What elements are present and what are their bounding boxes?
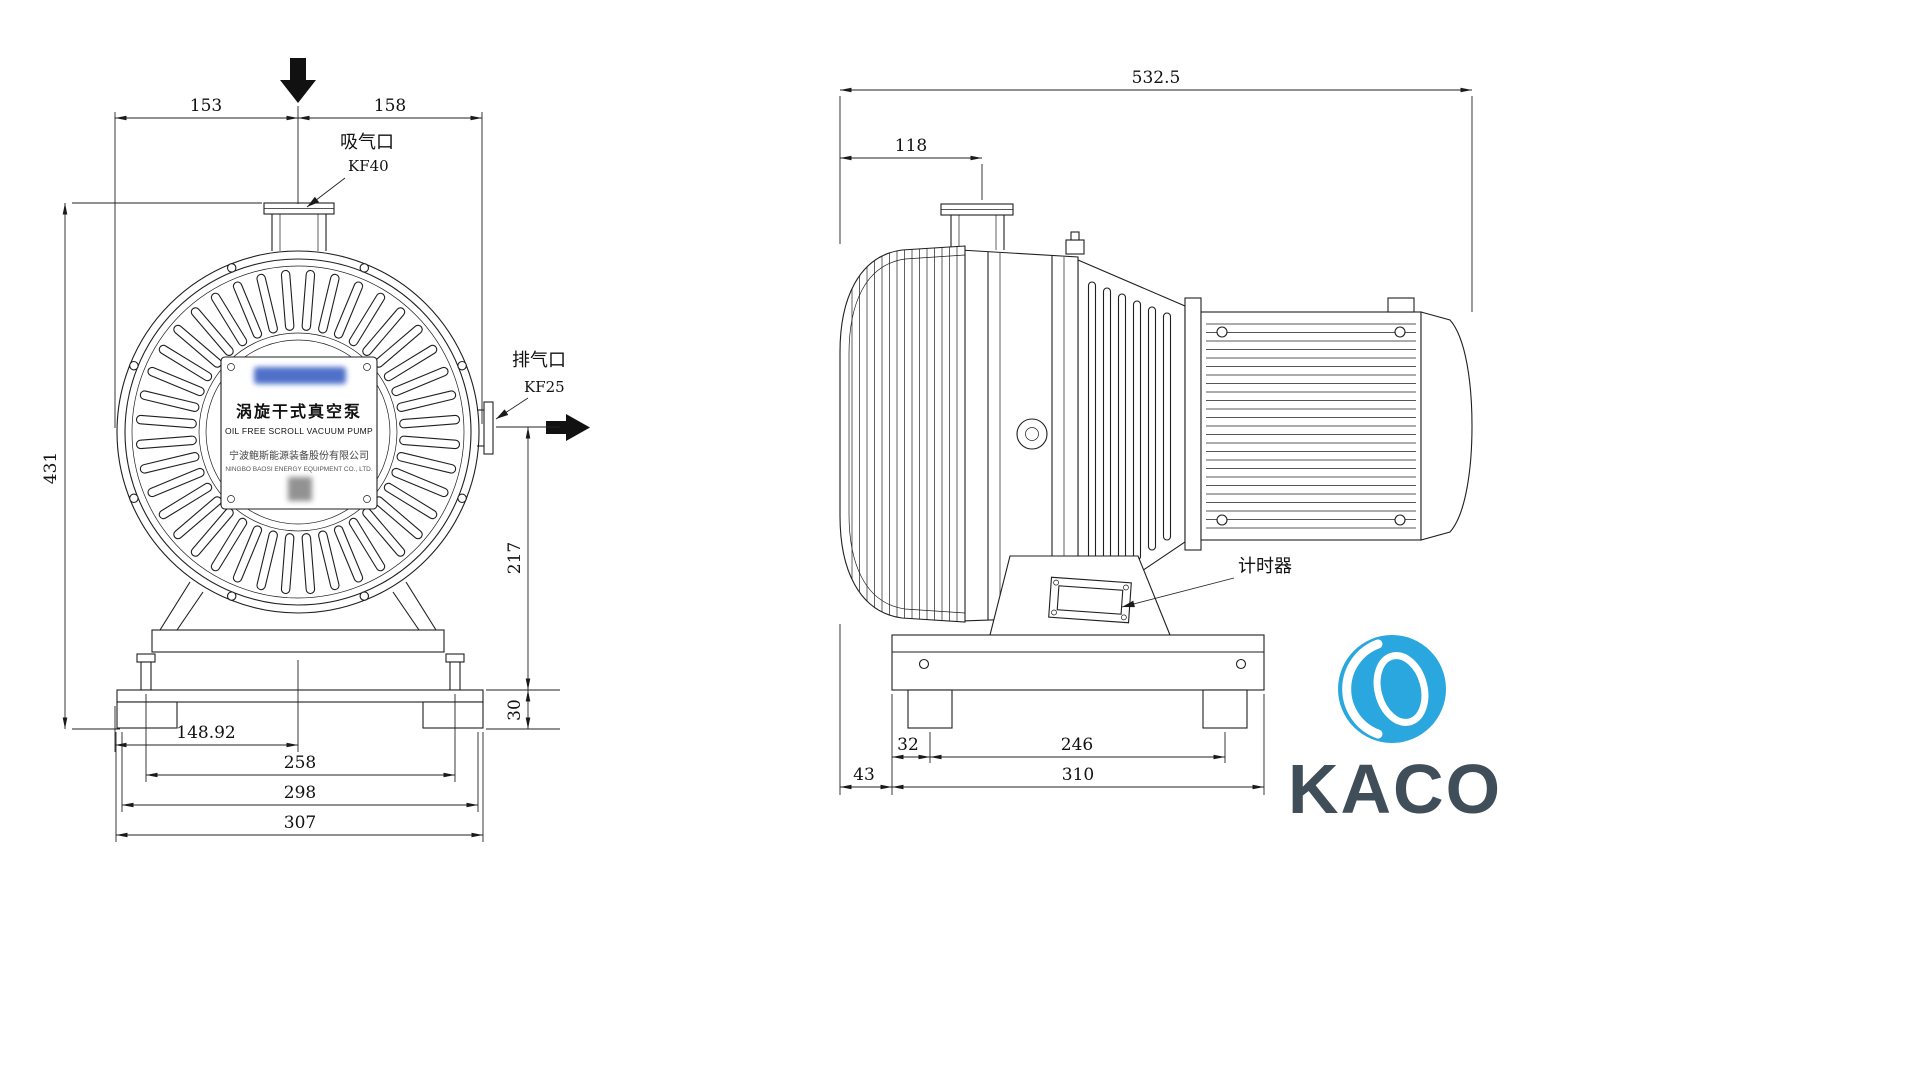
dim-153: 153 — [190, 96, 222, 116]
exhaust-flange-label: KF25 — [524, 378, 565, 396]
kaco-logo-icon — [1338, 635, 1446, 743]
intake-port-side — [940, 203, 1014, 250]
adapter-vent-slots — [1087, 281, 1172, 591]
dim-532-5: 532.5 — [1132, 68, 1181, 88]
nameplate-company-en: NINGBO BAOSI ENERGY EQUIPMENT CO., LTD. — [225, 466, 373, 473]
side-dims-top: 532.5 118 — [839, 68, 1473, 312]
front-dims-top: 153 158 — [114, 96, 483, 428]
rim-bolt-holes — [129, 263, 467, 601]
dim-307: 307 — [284, 813, 316, 833]
nameplate-company-cn: 宁波鲍斯能源装备股份有限公司 — [229, 449, 369, 462]
dim-298: 298 — [284, 783, 316, 803]
side-dims-bottom: 32 246 43 310 — [839, 624, 1265, 795]
intake-flow-arrow-icon — [280, 58, 316, 103]
intake-flange-label: KF40 — [348, 157, 389, 175]
nameplate-product-en: OIL FREE SCROLL VACUUM PUMP — [225, 426, 373, 436]
dim-30: 30 — [505, 699, 525, 721]
kaco-wordmark: KACO — [1288, 750, 1502, 828]
dim-32: 32 — [897, 735, 919, 755]
side-view: 计时器 532.5 118 32 246 43 — [839, 68, 1473, 795]
nameplate-logo-blur — [288, 477, 312, 501]
motor — [1200, 297, 1473, 541]
dim-148-92: 148.92 — [176, 723, 235, 743]
exhaust-port-label: 排气口 — [512, 350, 566, 370]
front-view: 涡旋干式真空泵 OIL FREE SCROLL VACUUM PUMP 宁波鲍斯… — [41, 58, 590, 842]
intake-port-label: 吸气口 — [340, 132, 394, 152]
dim-310: 310 — [1062, 765, 1094, 785]
exhaust-callout: 排气口 KF25 — [495, 350, 566, 420]
exhaust-flow-arrow-icon — [546, 414, 590, 441]
hour-meter-callout: 计时器 — [1121, 556, 1292, 608]
housing-outer-rim — [116, 250, 480, 614]
nameplate-model-blur — [254, 367, 346, 384]
dim-158: 158 — [374, 96, 406, 116]
cooling-fin-slots — [135, 269, 461, 595]
dim-258: 258 — [284, 753, 316, 773]
front-dims-right: 217 30 — [486, 426, 560, 730]
front-dim-height: 431 — [41, 202, 262, 730]
intake-port-front — [263, 202, 335, 251]
front-dims-bottom: 148.92 258 298 307 — [114, 660, 484, 842]
motor-cooling-fins — [1206, 323, 1416, 529]
nameplate: 涡旋干式真空泵 OIL FREE SCROLL VACUUM PUMP 宁波鲍斯… — [220, 356, 378, 510]
dim-431: 431 — [41, 452, 61, 484]
front-stand — [116, 581, 484, 729]
fan-cover — [839, 245, 966, 623]
nameplate-product-cn: 涡旋干式真空泵 — [236, 402, 362, 421]
motor-adapter — [1077, 259, 1202, 616]
dim-217: 217 — [505, 542, 525, 574]
hour-meter-label: 计时器 — [1238, 556, 1292, 576]
intake-callout: 吸气口 KF40 — [306, 132, 394, 208]
exhaust-port-front — [477, 401, 494, 455]
dim-246: 246 — [1061, 735, 1093, 755]
dim-118: 118 — [895, 136, 927, 156]
kaco-logo: KACO — [1288, 635, 1502, 828]
fan-cover-ribs — [851, 246, 958, 622]
side-stand — [989, 555, 1171, 636]
side-base — [891, 634, 1265, 729]
hour-meter — [1048, 576, 1132, 624]
dim-43: 43 — [853, 765, 875, 785]
